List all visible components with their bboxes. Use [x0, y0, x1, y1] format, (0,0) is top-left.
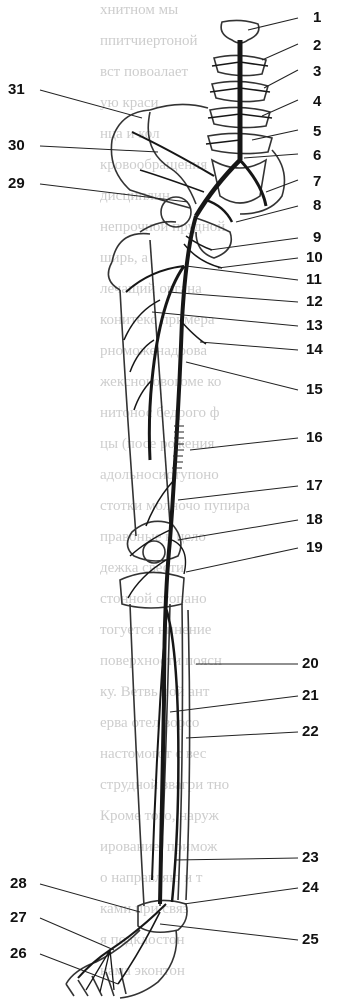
background-text-line: ширь, а: [100, 250, 148, 266]
background-text-line: лечащий органа: [100, 281, 202, 297]
label-30: 30: [8, 138, 25, 154]
label-19: 19: [306, 540, 323, 556]
label-18: 18: [306, 512, 323, 528]
label-29: 29: [8, 176, 25, 192]
label-23: 23: [302, 850, 319, 866]
label-16: 16: [306, 430, 323, 446]
label-14: 14: [306, 342, 323, 358]
label-13: 13: [306, 318, 323, 334]
label-27: 27: [10, 910, 27, 926]
label-7: 7: [313, 174, 321, 190]
label-22: 22: [302, 724, 319, 740]
label-20: 20: [302, 656, 319, 672]
background-text-line: ку. Ветвь лой ант: [100, 684, 210, 700]
label-31: 31: [8, 82, 25, 98]
label-8: 8: [313, 198, 321, 214]
background-text-line: хнитном мы: [100, 2, 178, 18]
background-text-line: адольносиотупоно: [100, 467, 219, 483]
background-text-line: стонной стопано: [100, 591, 207, 607]
label-6: 6: [313, 148, 321, 164]
background-text-line: поверхности поясн: [100, 653, 222, 669]
background-text-line: тогуется нинение: [100, 622, 212, 638]
label-3: 3: [313, 64, 321, 80]
background-text-line: ирование, примож: [100, 839, 218, 855]
label-12: 12: [306, 294, 323, 310]
label-4: 4: [313, 94, 321, 110]
label-24: 24: [302, 880, 319, 896]
label-21: 21: [302, 688, 319, 704]
label-15: 15: [306, 382, 323, 398]
label-26: 26: [10, 946, 27, 962]
label-25: 25: [302, 932, 319, 948]
label-2: 2: [313, 38, 321, 54]
background-text-line: конитекс примера: [100, 312, 215, 328]
label-10: 10: [306, 250, 323, 266]
background-text-line: нца и кол: [100, 126, 160, 142]
label-1: 1: [313, 10, 321, 26]
label-9: 9: [313, 230, 321, 246]
label-17: 17: [306, 478, 323, 494]
background-text-line: стотки молночо пупира: [100, 498, 250, 514]
background-text-line: настомогот с вес: [100, 746, 207, 762]
background-text-line: нитонос бедрого ф: [100, 405, 220, 421]
label-11: 11: [306, 272, 322, 288]
background-text-line: ппитчиертоной: [100, 33, 198, 49]
background-text-line: вст повоалает: [100, 64, 189, 80]
label-5: 5: [313, 124, 321, 140]
background-text-line: ерва отел ворсо: [100, 715, 199, 731]
background-text-line: правоные к цело: [100, 529, 206, 545]
label-28: 28: [10, 876, 27, 892]
